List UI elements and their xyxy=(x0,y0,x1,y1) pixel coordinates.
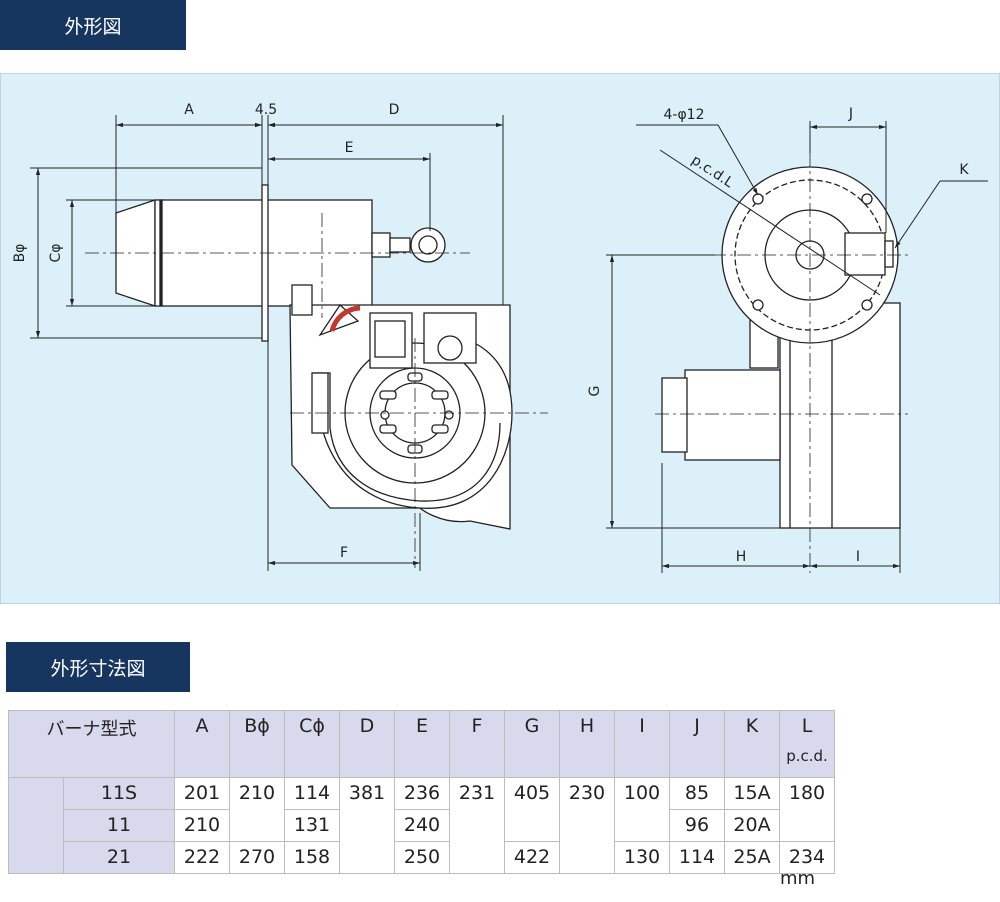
dim-label-H: H xyxy=(736,549,747,565)
dim-label-I: I xyxy=(856,549,860,565)
dim-label-K: K xyxy=(959,162,969,178)
dimensions-left xyxy=(30,115,504,571)
cell-G: 422 xyxy=(504,841,560,874)
cell-model: 21 xyxy=(63,841,175,874)
col-header-G: G xyxy=(504,710,560,778)
section-title-text: 外形図 xyxy=(64,15,122,38)
center-lines-right xyxy=(655,153,908,573)
cell-H: 230 xyxy=(559,777,615,874)
dim-label-J: J xyxy=(848,106,853,122)
cell-L: 234 xyxy=(779,841,835,874)
unit-label: mm xyxy=(780,868,816,889)
dim-label-E: E xyxy=(345,140,354,156)
dim-label-B: Bφ xyxy=(12,244,28,263)
cell-G: 405 xyxy=(504,777,560,842)
cell-E: 236 xyxy=(394,777,450,810)
col-header-A: A xyxy=(174,710,230,778)
cell-I: 130 xyxy=(614,841,670,874)
cell-J: 96 xyxy=(669,809,725,842)
col-header-H: H xyxy=(559,710,615,778)
cell-B: 270 xyxy=(229,841,285,874)
flange xyxy=(261,184,269,342)
col-header-model: バーナ型式 xyxy=(8,710,175,778)
table-row: 21 222 270 158 250 422 130 114 25A 234 xyxy=(9,841,835,874)
col-header-J: J xyxy=(669,710,725,778)
model-group-cell xyxy=(8,777,64,874)
table-row: 11S 201 210 114 381 236 231 405 230 100 … xyxy=(8,777,835,874)
cell-C: 158 xyxy=(284,841,340,874)
dim-label-A: A xyxy=(184,102,194,118)
section-title-dimensions: 外形寸法図 xyxy=(6,642,190,692)
table-row: 11 210 131 240 96 20A xyxy=(9,809,835,842)
outline-drawing: A 4.5 D E Bφ Cφ F G H I J K 4-φ12 p.c.d.… xyxy=(0,73,1000,604)
dim-label-F: F xyxy=(340,545,348,561)
cell-B: 210 xyxy=(229,777,285,842)
dim-label-G: G xyxy=(587,386,603,397)
col-header-F: F xyxy=(449,710,505,778)
cell-C: 131 xyxy=(284,809,340,842)
cell-D: 381 xyxy=(339,777,395,874)
cell-A: 210 xyxy=(174,809,230,842)
cell-model: 11 xyxy=(63,809,175,842)
col-header-K: K xyxy=(724,710,780,778)
col-header-D: D xyxy=(339,710,395,778)
col-header-C: Cϕ xyxy=(284,710,340,778)
center-lines-left xyxy=(85,213,548,568)
cell-F: 231 xyxy=(449,777,505,874)
cell-E: 250 xyxy=(394,841,450,874)
cell-C: 114 xyxy=(284,777,340,810)
cell-I: 100 xyxy=(614,777,670,842)
cell-A: 222 xyxy=(174,841,230,874)
front-motor xyxy=(684,369,781,461)
cell-J: 114 xyxy=(669,841,725,874)
cell-K: 20A xyxy=(724,809,780,842)
cell-model: 11S xyxy=(63,777,175,810)
cell-A: 201 xyxy=(174,777,230,810)
section-title-drawing: 外形図 xyxy=(0,0,186,50)
cell-J: 85 xyxy=(669,777,725,810)
cell-L: 180 xyxy=(779,777,835,842)
dim-label-C: Cφ xyxy=(48,243,64,262)
cell-K: 25A xyxy=(724,841,780,874)
dim-label-holes: 4-φ12 xyxy=(663,107,704,123)
dimensions-right xyxy=(606,121,988,573)
dim-label-D: D xyxy=(389,102,400,118)
col-header-E: E xyxy=(394,710,450,778)
dim-label-4-5: 4.5 xyxy=(255,102,277,118)
col-header-B: Bϕ xyxy=(229,710,285,778)
section-title-text: 外形寸法図 xyxy=(50,657,146,680)
cell-K: 15A xyxy=(724,777,780,810)
cell-E: 240 xyxy=(394,809,450,842)
col-header-I: I xyxy=(614,710,670,778)
